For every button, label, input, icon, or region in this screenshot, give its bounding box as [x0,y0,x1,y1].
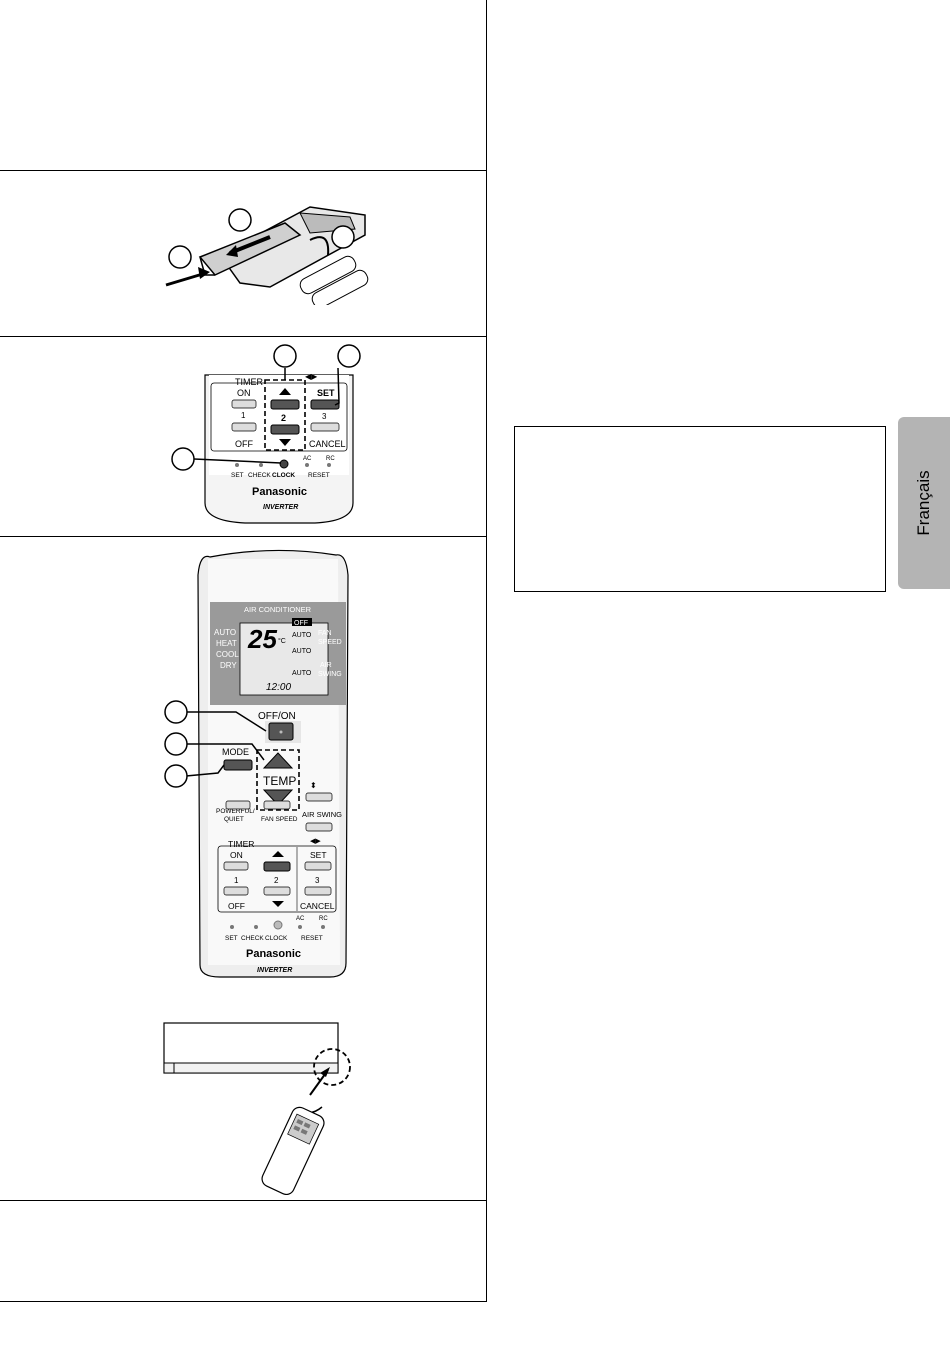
svg-text:°C: °C [278,637,286,645]
svg-text:SWING: SWING [318,671,342,678]
svg-text:ON: ON [230,850,243,860]
step-circle-1 [228,208,252,232]
temp-up-button [262,752,294,769]
svg-text:CLOCK: CLOCK [265,935,288,942]
svg-text:OFF: OFF [228,901,245,911]
section-divider-2 [0,336,487,337]
svg-text:SPEED: SPEED [318,639,342,646]
clock-setting-remote: TIMER ON 1 OFF 2 SET 3 CANCEL ◀▶ AC RC S… [171,344,361,524]
svg-text:HEAT: HEAT [216,639,237,648]
timer-on-button [231,399,257,409]
svg-text:SET: SET [225,935,238,942]
svg-text:CANCEL: CANCEL [300,901,335,911]
svg-text:AIR SWING: AIR SWING [302,810,342,819]
svg-text:INVERTER: INVERTER [257,967,292,974]
svg-text:OFF: OFF [294,620,308,627]
svg-text:1: 1 [234,876,239,885]
svg-text:⬍: ⬍ [310,781,317,790]
temperature-display: 25 [247,624,277,654]
brand-logo: Panasonic [252,486,307,498]
step-circle-c [171,447,195,471]
set-button [310,399,340,410]
svg-text:AUTO: AUTO [292,670,312,677]
svg-text:RESET: RESET [308,472,330,479]
svg-text:AC: AC [296,916,305,922]
timer-off-button [231,422,257,432]
full-remote-illustration: AIR CONDITIONER AUTO HEAT COOL DRY 25 °C… [164,549,349,978]
svg-text:AIR CONDITIONER: AIR CONDITIONER [244,605,312,614]
indoor-unit-illustration [163,1022,351,1195]
svg-text:SET: SET [231,472,244,479]
battery-insertion-illustration [165,206,369,305]
step-circle-3 [331,225,355,249]
mode-button [223,759,253,771]
svg-text:CHECK: CHECK [241,935,264,942]
step-circle-a [273,344,297,368]
timer-label: TIMER [235,377,263,387]
svg-text:CHECK: CHECK [248,472,271,479]
three-label: 3 [322,412,327,421]
cancel-label: CANCEL [309,439,346,449]
step-circle-2 [168,245,192,269]
on-label: ON [237,388,251,398]
down-button [270,424,300,435]
svg-text:3: 3 [315,876,320,885]
column-divider [486,0,487,1302]
svg-text:CLOCK: CLOCK [272,472,295,479]
svg-text:SET: SET [310,850,327,860]
svg-text:◀▶: ◀▶ [305,372,318,381]
svg-text:◀▶: ◀▶ [310,838,321,845]
svg-text:2: 2 [274,876,279,885]
svg-text:Panasonic: Panasonic [246,948,301,960]
svg-text:AIR: AIR [320,662,332,669]
step-circle-b [337,344,361,368]
svg-text:12:00: 12:00 [266,682,291,693]
svg-text:DRY: DRY [220,661,237,670]
svg-text:TEMP: TEMP [263,774,296,788]
clock-button [279,459,289,469]
svg-text:MODE: MODE [222,747,249,757]
inverter-logo: INVERTER [263,504,298,511]
svg-text:RESET: RESET [301,935,323,942]
svg-text:OFF/ON: OFF/ON [258,711,296,722]
svg-text:AUTO: AUTO [292,632,312,639]
section-divider-1 [0,170,487,171]
svg-text:QUIET: QUIET [224,816,244,823]
two-label: 2 [281,413,286,423]
svg-text:COOL: COOL [216,650,239,659]
language-tab-label: Français [914,470,933,536]
svg-text:FAN: FAN [318,630,332,637]
set-label: SET [317,388,335,398]
svg-text:POWERFUL/: POWERFUL/ [216,808,255,815]
off-label: OFF [235,439,253,449]
svg-text:RC: RC [326,456,335,462]
svg-text:TIMER: TIMER [228,839,254,849]
note-box [514,426,886,592]
one-label: 1 [241,411,246,420]
svg-text:AC: AC [303,456,312,462]
temp-down-button [262,789,294,806]
svg-text:FAN SPEED: FAN SPEED [261,816,298,823]
svg-text:AUTO: AUTO [292,648,312,655]
up-button [270,399,300,410]
section-divider-5 [0,1301,487,1302]
svg-text:RC: RC [319,916,328,922]
language-tab[interactable]: Français [898,417,950,589]
section-divider-4 [0,1200,487,1201]
section-divider-3 [0,536,487,537]
svg-text:AUTO: AUTO [214,628,236,637]
cancel-button [310,422,340,432]
